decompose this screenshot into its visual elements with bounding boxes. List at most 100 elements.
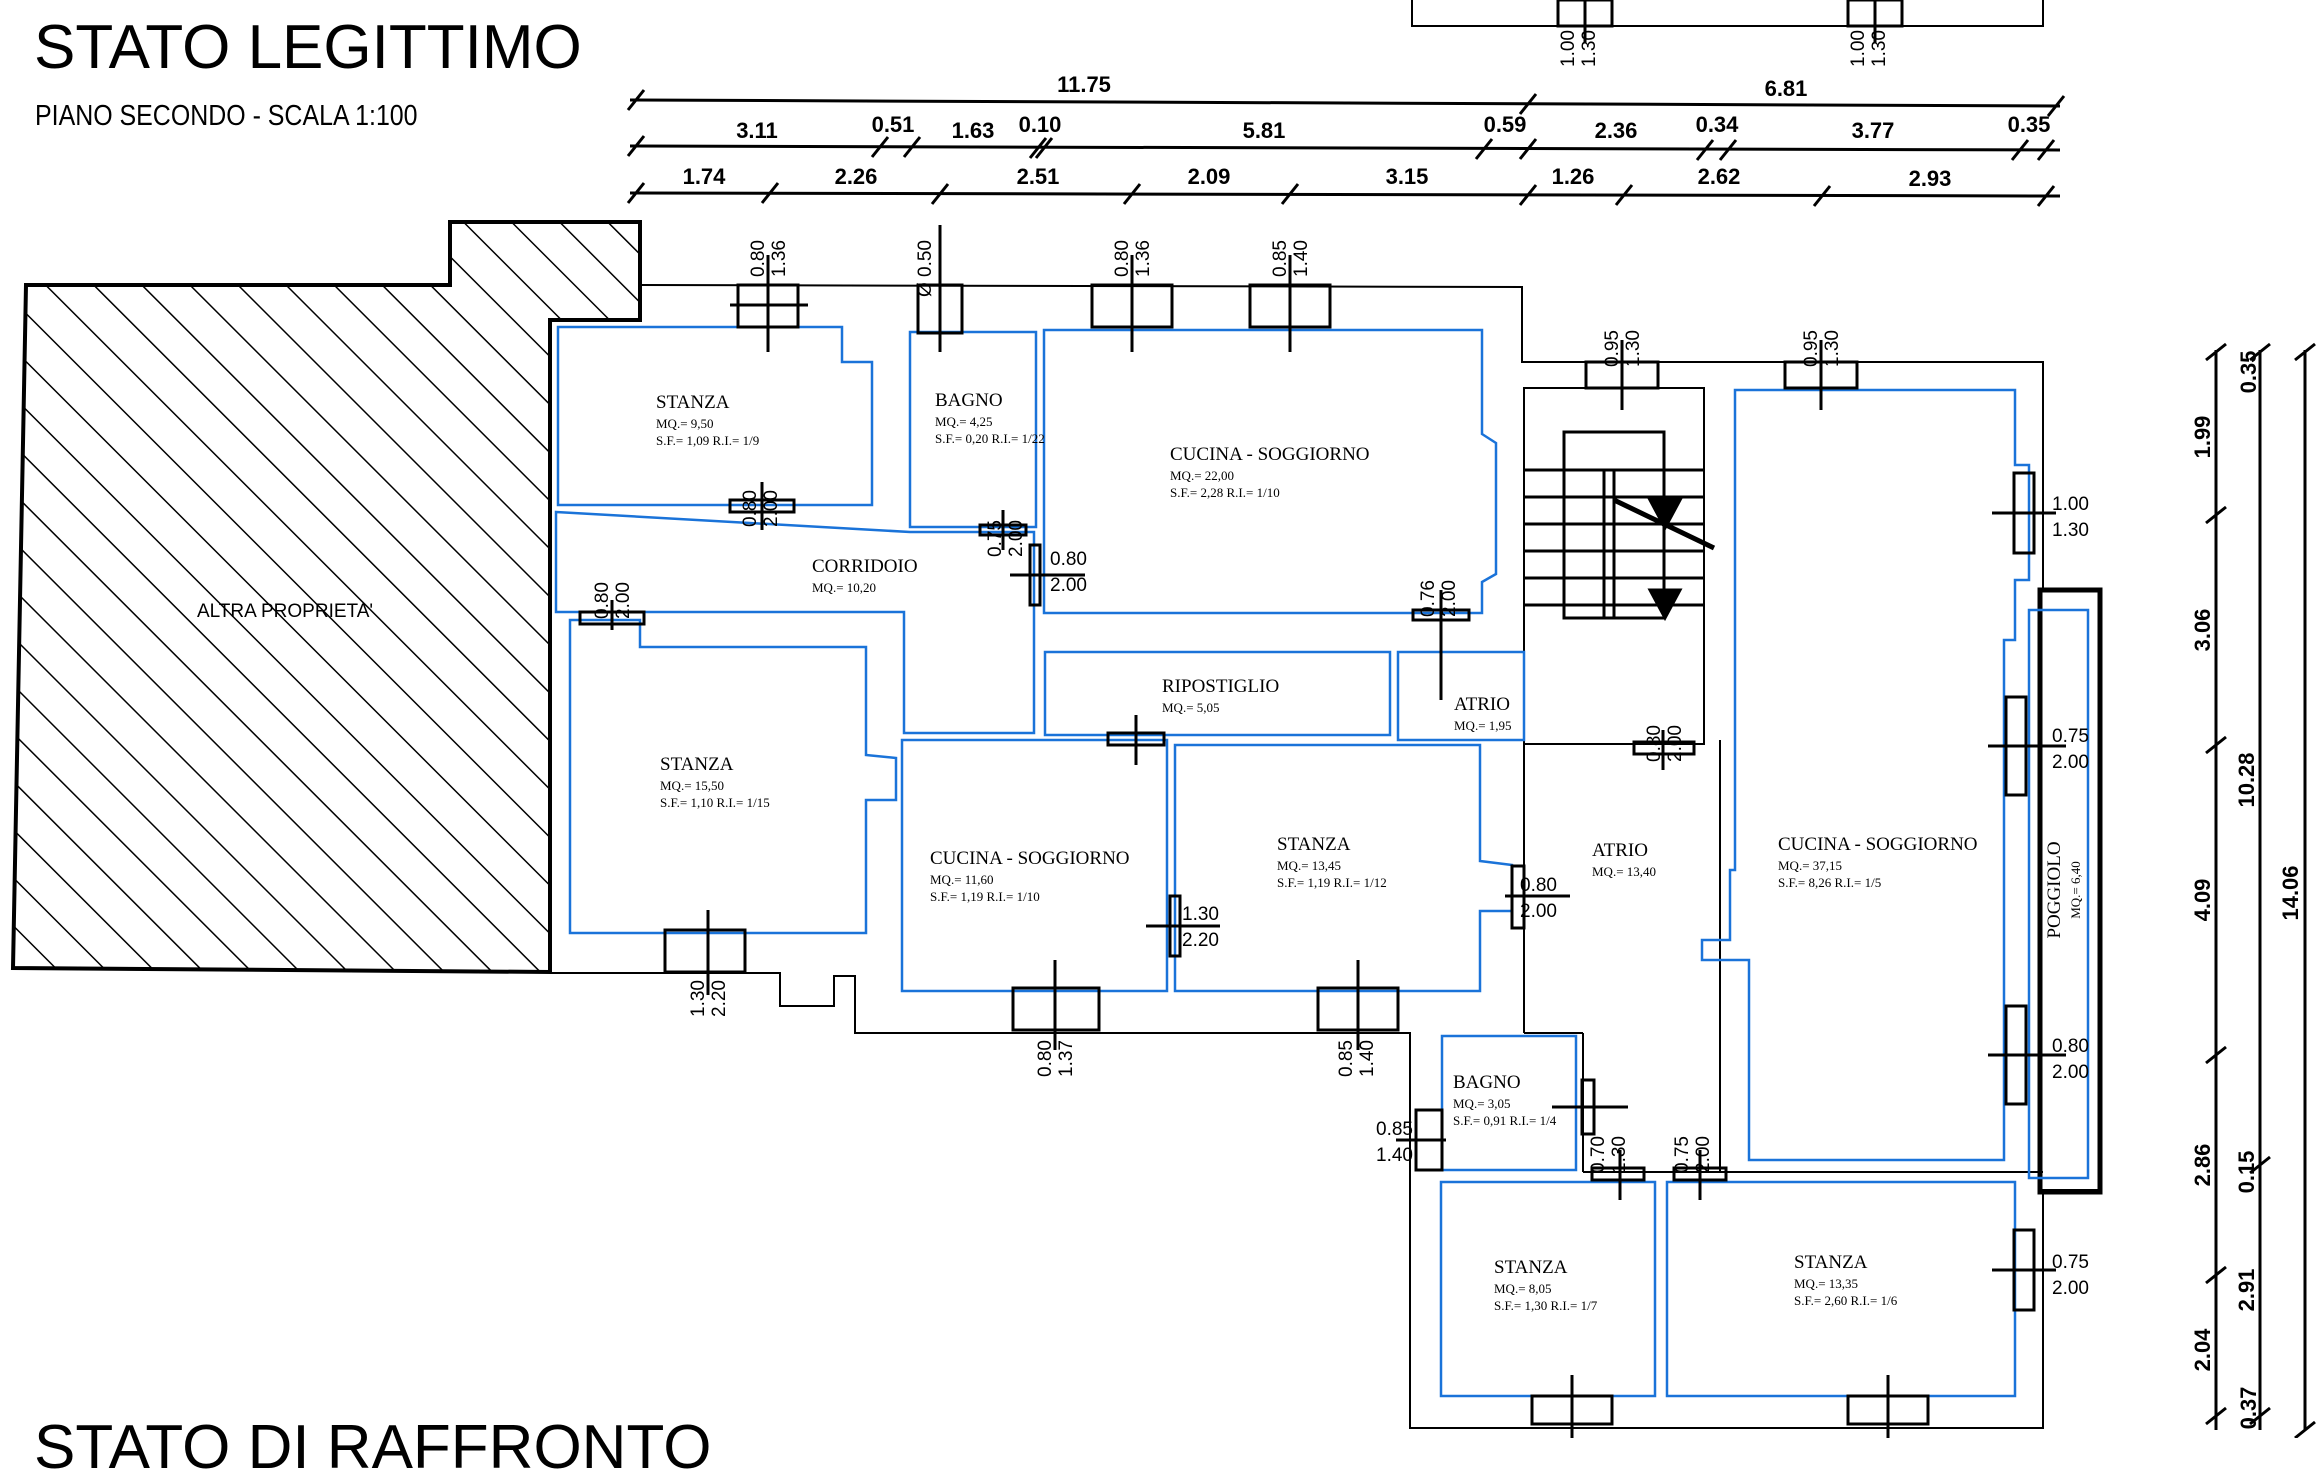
- opening-width: 0.85: [1270, 240, 1291, 277]
- dim-row2-label: 5.81: [1243, 118, 1286, 143]
- room-name: CORRIDOIO: [812, 556, 918, 577]
- opening-height: 2.00: [1439, 580, 1460, 617]
- dim-row2-label: 3.11: [736, 118, 778, 143]
- opening-height: 2.00: [2052, 1278, 2089, 1299]
- room-area: MQ.= 13,35: [1794, 1276, 1858, 1291]
- room-name: CUCINA - SOGGIORNO: [1170, 444, 1370, 465]
- opening-height: 1.30: [1869, 30, 1890, 67]
- room-ratio: S.F.= 1,19 R.I.= 1/12: [1277, 875, 1387, 890]
- dimension-tick: [1695, 139, 1715, 161]
- room-area: MQ.= 13,40: [1592, 864, 1656, 879]
- opening-height: 2.00: [1693, 1136, 1714, 1173]
- dimension-tick: [2036, 139, 2056, 161]
- room-area: MQ.= 15,50: [660, 778, 724, 793]
- dim-row3-label: 2.09: [1188, 164, 1231, 189]
- dim-right-label: 0.35: [2236, 351, 2261, 394]
- opening-width: 1.30: [1182, 904, 1219, 925]
- room-area: MQ.= 10,20: [812, 580, 876, 595]
- dim-row3-label: 2.62: [1698, 164, 1741, 189]
- dim-right-label: 0.15: [2234, 1151, 2259, 1194]
- dimension-tick: [1034, 137, 1054, 159]
- room-name: ATRIO: [1592, 840, 1648, 861]
- dimension-tick: [1718, 139, 1738, 161]
- room-ratio: S.F.= 1,09 R.I.= 1/9: [656, 433, 759, 448]
- room-name: CUCINA - SOGGIORNO: [1778, 834, 1978, 855]
- dimension-tick: [1614, 184, 1634, 206]
- dimension-tick: [1122, 183, 1142, 205]
- room-name: STANZA: [1794, 1252, 1868, 1273]
- opening-width: 0.80: [1520, 875, 1557, 896]
- dimension-tick: [2046, 95, 2066, 117]
- room-label: STANZA MQ.= 13,35S.F.= 2,60 R.I.= 1/6: [1794, 1252, 1898, 1308]
- room-area: MQ.= 6,40: [2068, 861, 2083, 919]
- room-ratio: S.F.= 2,60 R.I.= 1/6: [1794, 1293, 1898, 1308]
- dim-row2-label: 1.63: [952, 118, 995, 143]
- room-ratio: S.F.= 2,28 R.I.= 1/10: [1170, 485, 1280, 500]
- room-name: STANZA: [1494, 1257, 1568, 1278]
- room-name: RIPOSTIGLIO: [1162, 676, 1279, 697]
- dimension-tick: [2010, 139, 2030, 161]
- opening-height: 1.36: [1133, 240, 1154, 277]
- opening-label: 0.802.00: [1050, 549, 1087, 596]
- opening-width: 0.95: [1602, 330, 1623, 367]
- room-area: MQ.= 8,05: [1494, 1281, 1552, 1296]
- room-name: CUCINA - SOGGIORNO: [930, 848, 1130, 869]
- room-area: MQ.= 22,00: [1170, 468, 1234, 483]
- dimension-tick: [2205, 1045, 2227, 1065]
- dimension-tick: [626, 89, 646, 111]
- room-name: ATRIO: [1454, 694, 1510, 715]
- opening-width: 1.00: [1848, 30, 1869, 67]
- opening-label: 0.752.00: [2052, 726, 2089, 773]
- opening-width: 0.76: [1418, 580, 1439, 617]
- room-name: BAGNO: [1453, 1072, 1521, 1093]
- opening-height: 1.40: [1357, 1040, 1378, 1077]
- opening-label: 0.752.00: [2052, 1252, 2089, 1299]
- dim-right-label: 14.06: [2278, 865, 2303, 920]
- room-label: CORRIDOIO MQ.= 10,20: [812, 556, 918, 595]
- opening-width: Ø 0.50: [915, 240, 936, 297]
- dim-row3-label: 3.15: [1386, 164, 1429, 189]
- dimension-tick: [2294, 342, 2316, 362]
- room-area: MQ.= 9,50: [656, 416, 714, 431]
- dim-right-label: 3.06: [2190, 609, 2215, 652]
- room-area: MQ.= 13,45: [1277, 858, 1341, 873]
- stair: [1524, 430, 1716, 622]
- opening-height: 2.20: [709, 980, 730, 1017]
- opening-width: 0.95: [1801, 330, 1822, 367]
- dim-row2-label: 0.34: [1696, 112, 1740, 137]
- dim-row2-label: 0.10: [1019, 112, 1062, 137]
- room-label: ATRIO MQ.= 13,40: [1592, 840, 1656, 879]
- opening-height: 1.37: [1056, 1040, 1077, 1077]
- dimension-tick: [1518, 138, 1538, 160]
- room-label: CUCINA - SOGGIORNO MQ.= 22,00S.F.= 2,28 R…: [1170, 444, 1370, 500]
- exterior-walls: [550, 284, 2103, 1429]
- dim-row1-label: 11.75: [1057, 72, 1111, 97]
- opening-height: 2.20: [1182, 930, 1219, 951]
- opening-height: 1.36: [769, 240, 790, 277]
- dim-text-top-row1: 11.75 6.81: [1057, 72, 1807, 101]
- neighbor-label: ALTRA PROPRIETA': [197, 601, 373, 622]
- room-name: STANZA: [1277, 834, 1351, 855]
- dim-right-label: 2.91: [2234, 1269, 2259, 1312]
- dimension-tick: [1028, 137, 1048, 159]
- opening-height: 1.40: [1376, 1145, 1413, 1166]
- dimension-tick: [2205, 1265, 2227, 1285]
